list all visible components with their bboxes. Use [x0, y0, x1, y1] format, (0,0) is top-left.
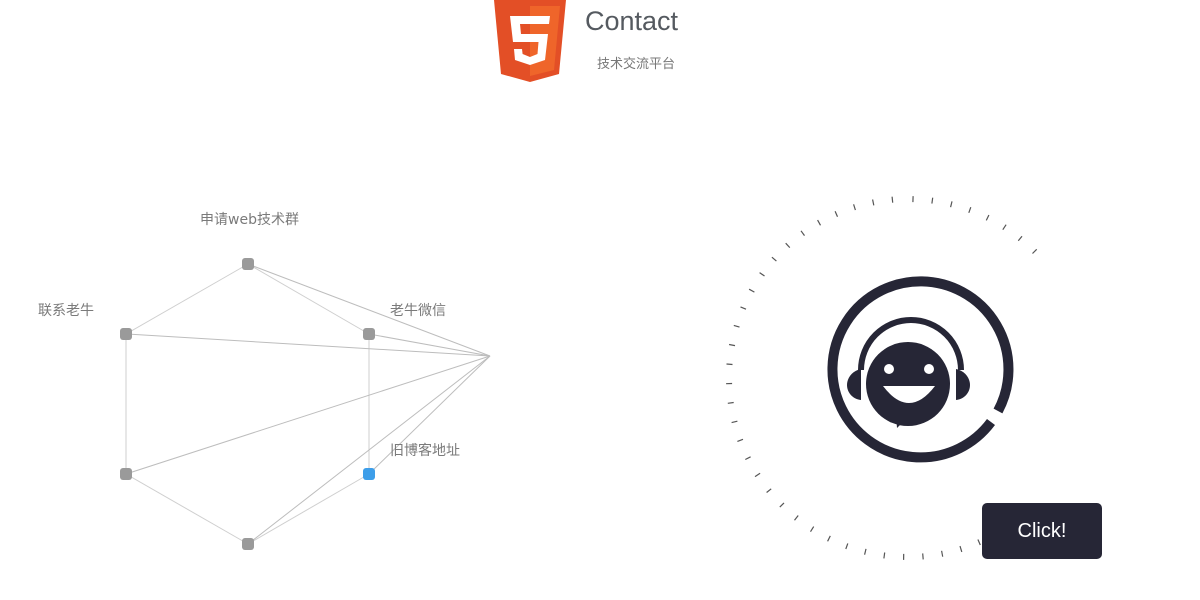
dial-tick — [853, 204, 856, 211]
dial-tick — [922, 553, 924, 560]
graph-edge — [125, 473, 249, 545]
dial-tick — [891, 196, 894, 203]
html5-logo-icon — [494, 0, 566, 82]
dial-tick — [985, 214, 990, 221]
graph-node-web-group[interactable] — [242, 258, 254, 270]
graph-edge — [368, 333, 491, 357]
dial-tick — [800, 230, 805, 236]
graph-node-contact-niu[interactable] — [120, 328, 132, 340]
dial-tick — [872, 199, 875, 206]
graph-edge — [247, 263, 491, 357]
dial-tick — [968, 206, 972, 214]
page-title: Contact — [585, 6, 679, 36]
graph-edge — [368, 355, 491, 475]
dial-tick — [834, 210, 839, 217]
dial-tick — [827, 535, 831, 542]
dial-tick — [1017, 235, 1023, 242]
graph-edge — [247, 263, 370, 335]
graph-edge — [247, 473, 370, 545]
dial-tick — [779, 502, 785, 508]
dial-tick — [728, 343, 736, 347]
graph-edge — [125, 333, 491, 357]
dial-tick — [726, 363, 733, 366]
graph-hub-edges — [125, 263, 491, 545]
graph-label-old-blog[interactable]: 旧博客地址 — [390, 443, 460, 459]
dial-tick — [766, 488, 772, 493]
dial-tick — [754, 472, 761, 478]
customer-service-bot-icon[interactable] — [827, 276, 1014, 463]
dial-tick — [959, 545, 963, 553]
widget-dial-svg — [726, 196, 1038, 560]
dial-tick — [1002, 224, 1007, 231]
graph-label-wechat[interactable]: 老牛微信 — [390, 303, 446, 319]
graph-label-web-group[interactable]: 申请web技术群 — [200, 212, 299, 228]
dial-tick — [931, 197, 934, 204]
dial-tick — [748, 288, 755, 293]
contact-network-graph: 申请web技术群 联系老牛 老牛微信 旧博客地址 — [0, 180, 560, 580]
dial-tick — [809, 526, 815, 533]
graph-node-wechat[interactable] — [363, 328, 375, 340]
dial-tick — [950, 201, 953, 208]
dial-tick — [845, 543, 849, 550]
dial-tick — [977, 539, 981, 546]
dial-tick — [737, 438, 744, 442]
graph-node-old-blog[interactable] — [363, 468, 375, 480]
graph-nodes — [120, 258, 375, 550]
graph-edges — [125, 263, 370, 545]
dial-tick — [740, 306, 747, 310]
dial-tick — [727, 401, 734, 404]
click-button[interactable]: Click! — [982, 503, 1102, 559]
dial-tick — [1032, 248, 1038, 254]
dial-tick — [745, 456, 751, 461]
graph-label-contact-niu[interactable]: 联系老牛 — [38, 303, 94, 319]
graph-node-left-bottom[interactable] — [120, 468, 132, 480]
customer-service-widget — [720, 190, 1100, 570]
dial-tick — [785, 242, 791, 249]
dial-tick — [883, 552, 886, 559]
page-subtitle: 技术交流平台 — [597, 57, 676, 72]
page-header: Contact 技术交流平台 — [0, 0, 1200, 100]
dial-tick — [733, 324, 740, 328]
network-graph-svg — [120, 258, 491, 550]
dial-tick — [759, 272, 765, 277]
dial-tick — [771, 256, 777, 262]
dial-tick — [794, 515, 799, 521]
dial-tick — [731, 420, 738, 424]
dial-tick — [941, 550, 944, 557]
dial-tick — [864, 548, 867, 555]
graph-edge — [125, 355, 491, 475]
graph-edge — [247, 355, 491, 545]
dial-tick — [817, 219, 822, 226]
graph-node-bottom[interactable] — [242, 538, 254, 550]
graph-edge — [125, 263, 249, 335]
